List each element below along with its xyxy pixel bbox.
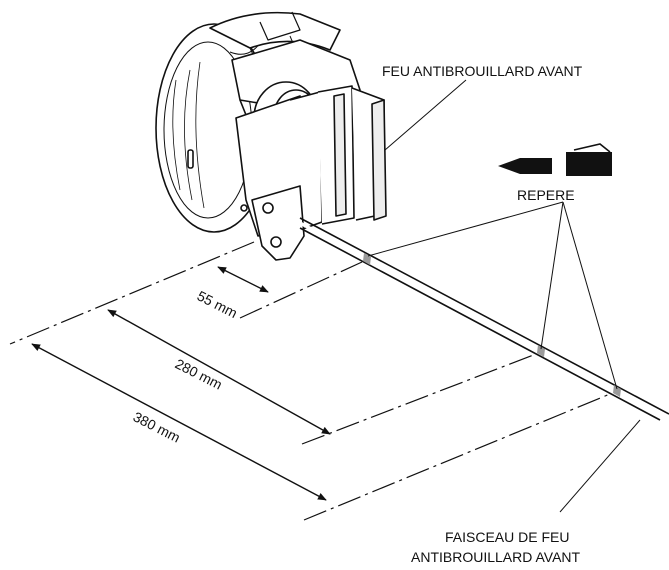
leader-lines: [367, 79, 641, 513]
marker-label: REPERE: [517, 187, 575, 203]
harness-wire: [299, 217, 669, 421]
dim-label-380: 380 mm: [131, 408, 183, 445]
extension-lines: [9, 241, 611, 521]
dim-arrow-55: [217, 266, 269, 293]
marker-band-380: [613, 385, 621, 397]
fog-lamp: [155, 11, 387, 261]
marker-band-280: [537, 345, 545, 357]
dimension-arrows: [31, 266, 331, 501]
harness-label-line1: FAISCEAU DE FEU: [445, 529, 569, 545]
harness-label-line2: ANTIBROUILLARD AVANT: [411, 549, 581, 565]
dim-label-55: 55 mm: [195, 287, 240, 321]
fog-lamp-label: FEU ANTIBROUILLARD AVANT: [382, 63, 583, 79]
marker-pen-icon: [498, 143, 612, 176]
dim-arrow-380: [31, 343, 327, 501]
